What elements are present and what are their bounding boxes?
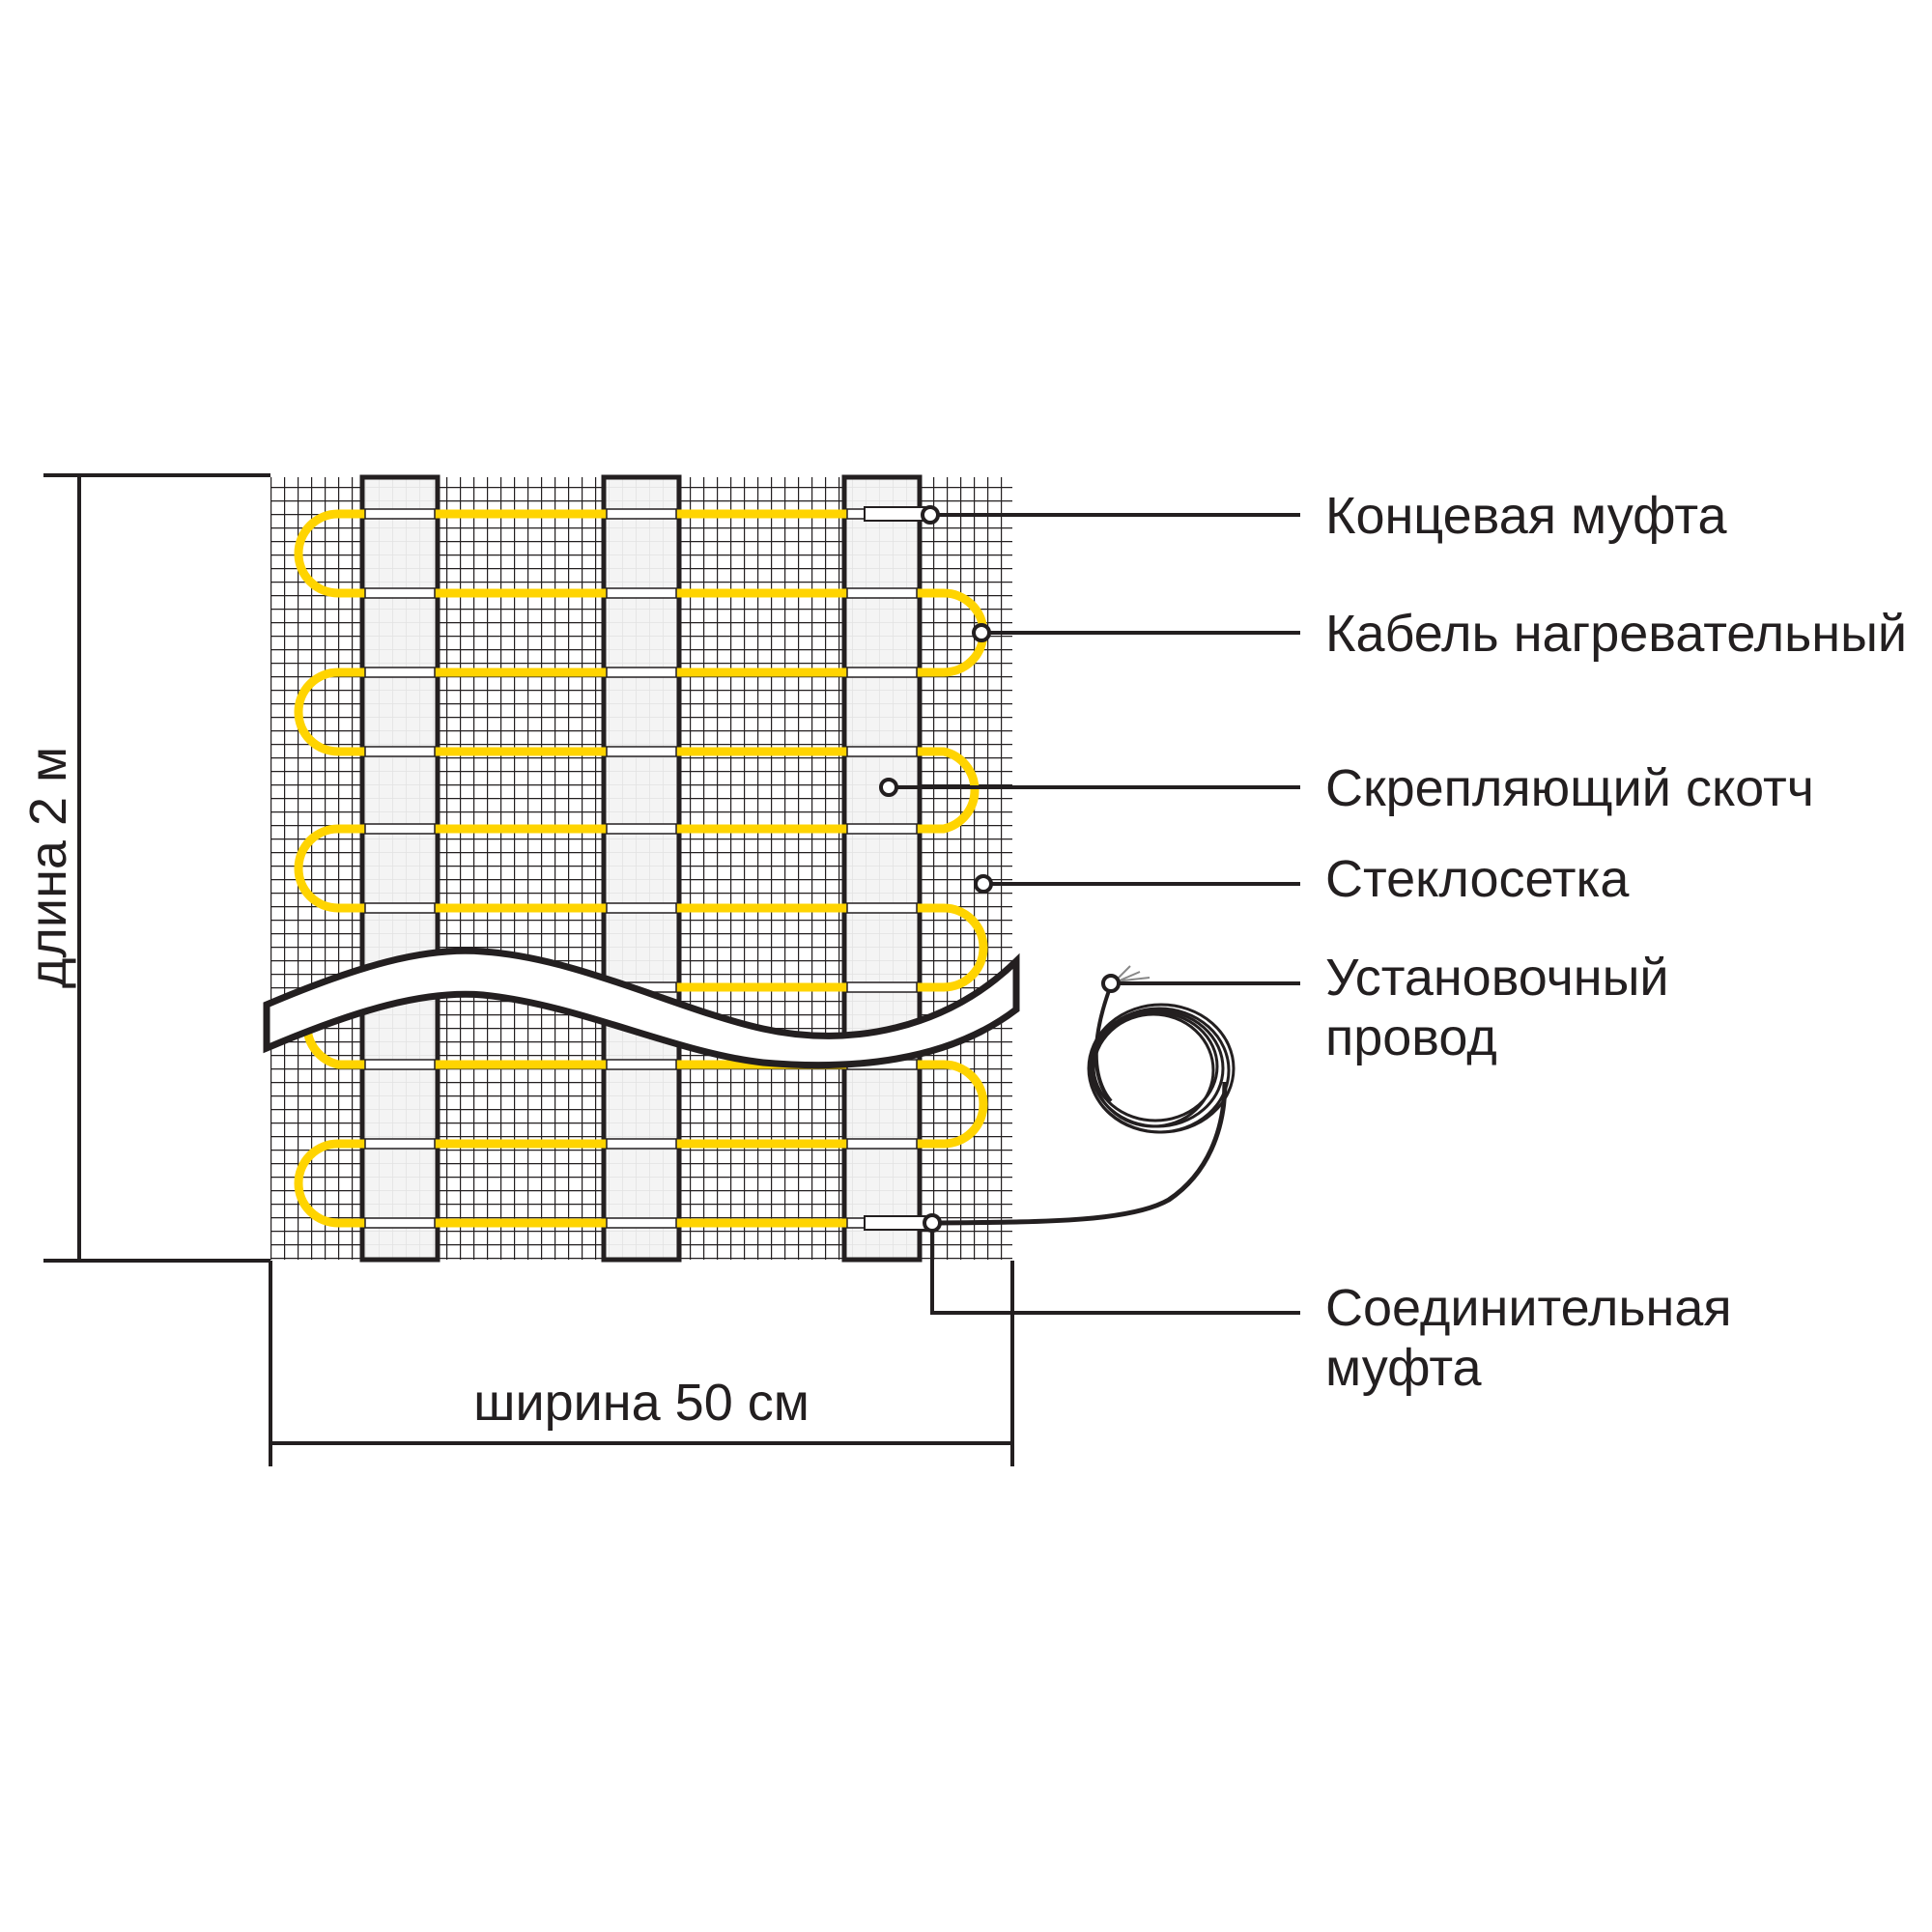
mat — [263, 474, 1020, 1263]
end-sleeve-marker — [921, 505, 940, 525]
length-dimension: длина 2 м — [19, 473, 270, 1263]
end-sleeve-label: Концевая муфта — [1325, 487, 1728, 545]
end-sleeve-body — [864, 506, 931, 522]
length-label: длина 2 м — [19, 747, 77, 988]
installation-wire-label-line1: Установочный — [1325, 949, 1669, 1007]
callout-leaders — [889, 513, 1300, 1315]
callout-labels: Концевая муфта Кабель нагревательный Скр… — [1325, 487, 1907, 1397]
length-break-band — [263, 947, 1020, 1069]
width-label: ширина 50 см — [473, 1374, 810, 1432]
tape-strip — [841, 474, 923, 1263]
fixing-tape-strips — [359, 474, 923, 1263]
width-dimension: ширина 50 см — [269, 1261, 1014, 1466]
installation-wire-marker — [1101, 974, 1121, 993]
installation-wire-label-line2: провод — [1325, 1009, 1497, 1066]
fixing-tape-label: Скрепляющий скотч — [1325, 759, 1814, 817]
fiberglass-mesh-label: Стеклосетка — [1325, 850, 1630, 908]
installation-wire — [936, 965, 1236, 1226]
connecting-sleeve-marker — [923, 1213, 942, 1233]
heating-cable-marker — [972, 623, 991, 642]
callout-markers — [879, 505, 1121, 1233]
connecting-sleeve-body — [864, 1215, 931, 1231]
fixing-tape-marker — [879, 778, 898, 797]
fiberglass-mesh-marker — [974, 874, 993, 894]
connecting-sleeve-label-line2: муфта — [1325, 1339, 1482, 1397]
connecting-sleeve-label-line1: Соединительная — [1325, 1279, 1732, 1337]
heating-cable-label: Кабель нагревательный — [1325, 605, 1907, 663]
tape-strip — [601, 474, 682, 1263]
tape-strip — [359, 474, 440, 1263]
